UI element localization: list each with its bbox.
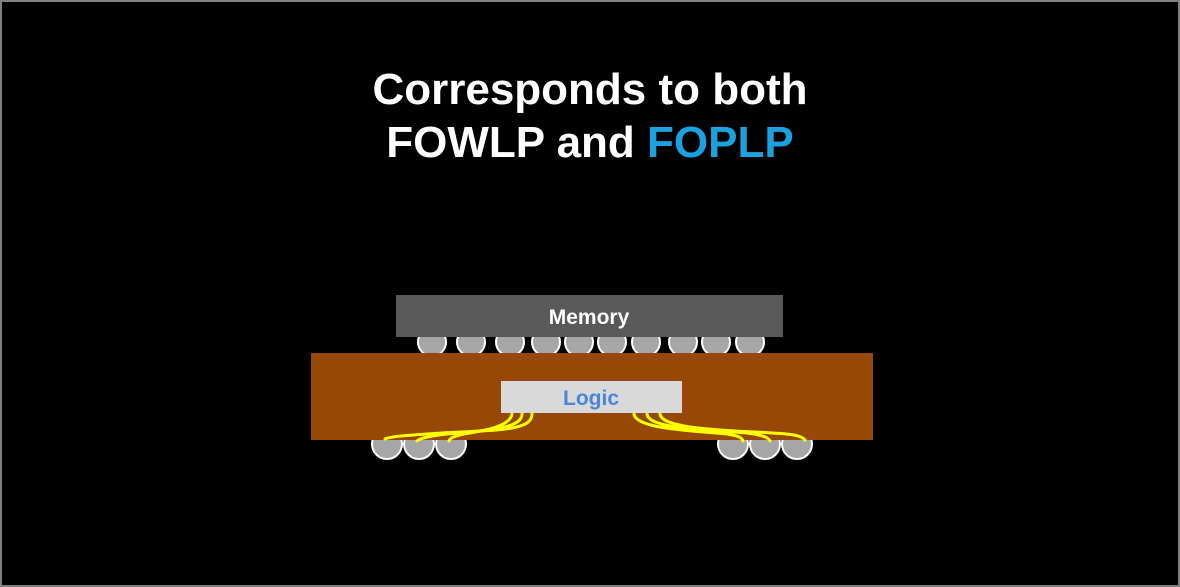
title-line-1: Corresponds to both: [372, 65, 808, 114]
logic-die: [501, 381, 682, 413]
rdl-wiring-right: [632, 412, 807, 443]
memory-label: Memory: [549, 306, 630, 329]
logic-label: Logic: [563, 387, 619, 410]
memory-die: [396, 295, 783, 337]
title-fowlp-text: FOWLP and: [386, 118, 648, 167]
rdl-wiring-left: [383, 412, 534, 443]
title-line-2: FOWLP and FOPLP: [2, 117, 1178, 169]
title-foplp-text: FOPLP: [647, 118, 794, 167]
